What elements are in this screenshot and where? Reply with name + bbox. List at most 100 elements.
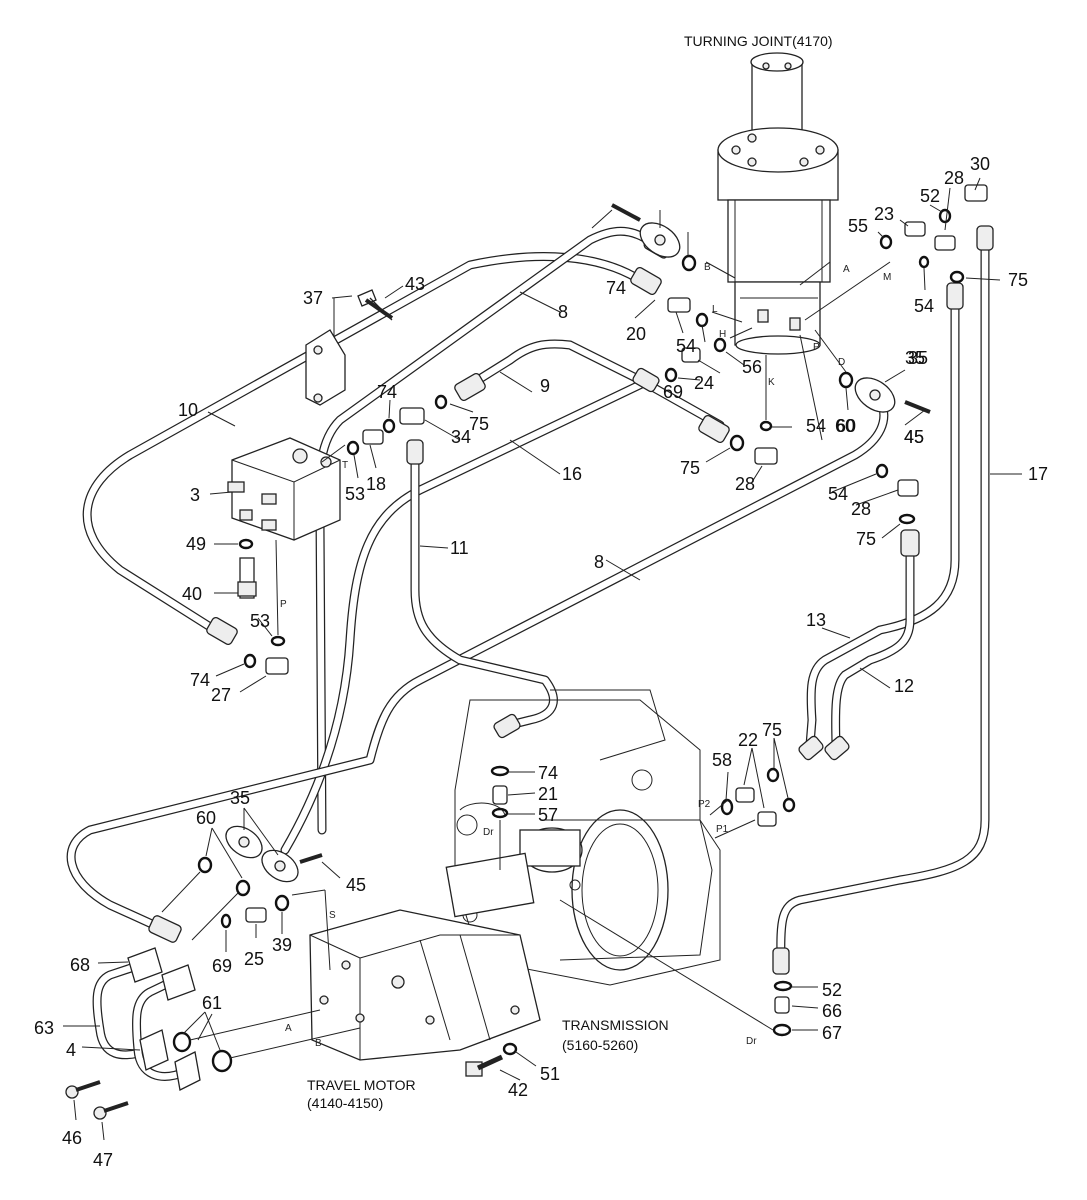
port-label-b: B	[315, 1038, 322, 1049]
part-number-46: 46	[62, 1128, 82, 1148]
part-number-27: 27	[211, 685, 231, 705]
part-number-57: 57	[538, 805, 558, 825]
hose-end-fitting	[148, 915, 182, 943]
part-number-45: 45	[904, 427, 924, 447]
hose-end-fittings	[148, 225, 994, 975]
hose-end-fitting	[900, 529, 920, 557]
part-number-25: 25	[244, 949, 264, 969]
part-number-28: 28	[944, 168, 964, 188]
part-number-8: 8	[558, 302, 568, 322]
part-number-60: 60	[836, 416, 856, 436]
hose-end-fitting	[824, 735, 850, 761]
part-number-75: 75	[762, 720, 782, 740]
hose-end-fitting	[454, 373, 486, 401]
transmission-code: (5160-5260)	[562, 1037, 638, 1053]
part-number-74: 74	[190, 670, 210, 690]
part-number-45: 45	[904, 427, 924, 447]
travel-motor-title: TRAVEL MOTOR	[307, 1077, 416, 1093]
part-number-47: 47	[93, 1150, 113, 1170]
port-leader-lines	[161, 261, 891, 1059]
part-number-10: 10	[178, 400, 198, 420]
port-label-k: K	[768, 377, 775, 388]
part-number-60: 60	[196, 808, 216, 828]
adapter-66	[774, 996, 790, 1014]
part-number-68: 68	[70, 955, 90, 975]
part-number-9: 9	[540, 376, 550, 396]
hose-end-fitting	[206, 617, 238, 645]
part-number-75: 75	[680, 458, 700, 478]
part-number-28: 28	[851, 499, 871, 519]
part-number-52: 52	[822, 980, 842, 1000]
part-number-11: 11	[450, 538, 469, 558]
clamp-37	[305, 329, 346, 406]
part-number-39: 39	[272, 935, 292, 955]
hose-end-fitting	[493, 713, 521, 739]
port-label-p2: P2	[698, 799, 711, 810]
elbow-30	[964, 184, 988, 202]
part-number-18: 18	[366, 474, 386, 494]
turning-joint-title: TURNING JOINT(4170)	[684, 33, 833, 49]
part-number-54: 54	[676, 336, 696, 356]
part-number-4: 4	[66, 1040, 76, 1060]
part-number-60: 60	[835, 416, 855, 436]
port-label-h: H	[719, 329, 726, 340]
elbow-28-mid	[754, 447, 778, 465]
part-number-12: 12	[894, 676, 914, 696]
port-label-s: S	[329, 910, 336, 921]
hose-13	[805, 295, 960, 750]
part-number-51: 51	[540, 1064, 560, 1084]
valve-block-3	[227, 437, 341, 541]
part-number-21: 21	[538, 784, 558, 804]
flanges-35	[225, 222, 896, 883]
hose-end-fitting	[946, 282, 964, 310]
hose-end-fitting	[772, 947, 790, 975]
hose-group	[66, 226, 990, 965]
titles: TURNING JOINT(4170) TRAVEL MOTOR (4140-4…	[307, 33, 833, 1111]
part-number-54: 54	[828, 484, 848, 504]
part-number-30: 30	[970, 154, 990, 174]
port-label-d: D	[838, 357, 845, 368]
part-number-74: 74	[377, 382, 397, 402]
part-number-35: 35	[230, 788, 250, 808]
adapter-22-b	[757, 811, 777, 827]
part-number-69: 69	[663, 382, 683, 402]
part-number-17: 17	[1028, 464, 1048, 484]
part-number-24: 24	[694, 373, 714, 393]
part-number-53: 53	[250, 611, 270, 631]
part-number-34: 34	[451, 427, 471, 447]
part-number-75: 75	[469, 414, 489, 434]
hose-end-fitting	[632, 367, 660, 393]
part-number-69: 69	[212, 956, 232, 976]
adapter-23	[904, 221, 926, 237]
adapter-20	[667, 297, 691, 313]
pipes-4-63	[92, 947, 201, 1091]
bolts	[65, 203, 931, 1120]
fittings	[245, 184, 988, 1014]
part-number-75: 75	[856, 529, 876, 549]
elbow-34	[399, 407, 425, 425]
part-number-75: 75	[1008, 270, 1028, 290]
adapter-24	[681, 347, 701, 363]
part-number-67: 67	[822, 1023, 842, 1043]
hose-end-fitting	[698, 415, 730, 443]
part-number-20: 20	[626, 324, 646, 344]
port-label-p: P	[813, 342, 820, 353]
part-number-42: 42	[508, 1080, 528, 1100]
part-number-52: 52	[920, 186, 940, 206]
port-label-dr: Dr	[746, 1036, 757, 1047]
hose-end-fitting	[406, 439, 424, 465]
hose-end-fitting	[976, 225, 994, 251]
hose-end-fitting	[630, 267, 662, 295]
part-number-54: 54	[914, 296, 934, 316]
part-number-16: 16	[562, 464, 582, 484]
part-number-53: 53	[345, 484, 365, 504]
part-number-22: 22	[738, 730, 758, 750]
part-number-74: 74	[538, 763, 558, 783]
part-number-49: 49	[186, 534, 206, 554]
port-label-a: A	[285, 1023, 292, 1034]
part-number-35: 35	[908, 348, 928, 368]
elbow-28-right	[897, 479, 919, 497]
